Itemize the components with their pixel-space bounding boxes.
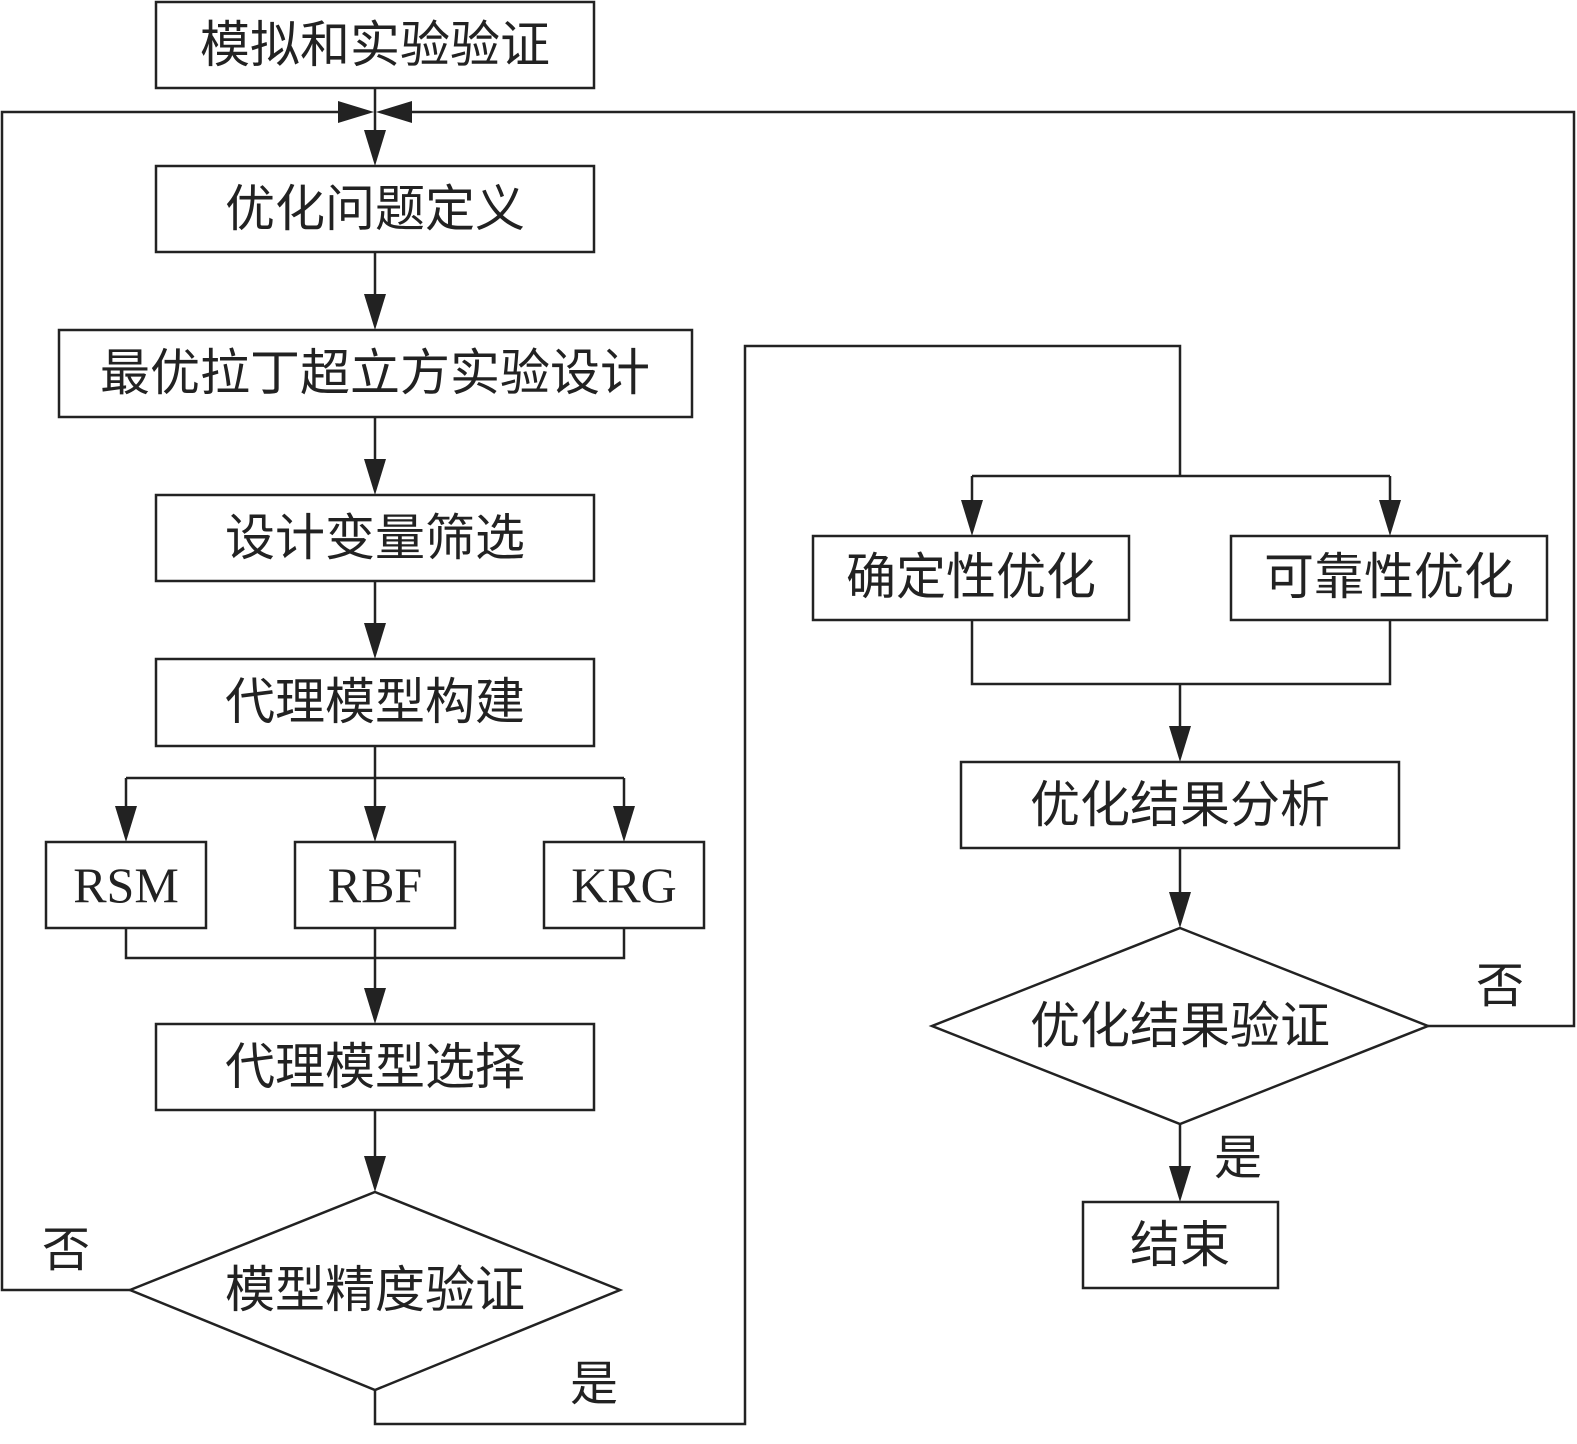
node-deterministic-opt: 确定性优化	[811, 534, 1131, 622]
node-result-check-label: 优化结果验证	[1030, 997, 1330, 1055]
arrow-down-select	[364, 988, 386, 1024]
node-olhs-doe-label: 最优拉丁超立方实验设计	[100, 344, 650, 402]
node-validation: 模拟和实验验证	[154, 0, 596, 90]
arrow-down-rbf	[364, 806, 386, 842]
edge-accuracy-yes	[373, 344, 1182, 1426]
edge-accuracy-no-loop	[0, 110, 340, 1292]
node-rsm: RSM	[44, 840, 208, 930]
arrow-down-result-check	[1169, 892, 1191, 928]
node-rsm-label: RSM	[73, 857, 179, 913]
node-krg-label: KRG	[571, 857, 677, 913]
edge-label-result-no: 否	[1476, 958, 1524, 1014]
node-accuracy-check: 模型精度验证	[126, 1190, 624, 1392]
arrow-down-krg	[613, 806, 635, 842]
arrow-down-accuracy	[364, 1156, 386, 1192]
arrow-down-screening	[364, 459, 386, 495]
node-end: 结束	[1081, 1200, 1280, 1290]
arrow-down-build	[364, 623, 386, 659]
edge-label-accuracy-no: 否	[42, 1222, 90, 1278]
arrow-down-rsm	[115, 806, 137, 842]
node-problem-definition: 优化问题定义	[154, 164, 596, 254]
node-result-analysis: 优化结果分析	[959, 760, 1401, 850]
node-accuracy-check-label: 模型精度验证	[225, 1261, 525, 1319]
node-reliability-opt-label: 可靠性优化	[1264, 548, 1514, 606]
node-result-analysis-label: 优化结果分析	[1030, 776, 1330, 834]
arrow-right-loop-left	[338, 101, 374, 123]
node-surrogate-select-label: 代理模型选择	[225, 1038, 525, 1096]
node-rbf-label: RBF	[328, 857, 423, 913]
connectors	[0, 88, 1576, 1426]
node-surrogate-select: 代理模型选择	[154, 1022, 596, 1112]
arrow-down-definition	[364, 130, 386, 166]
node-surrogate-build: 代理模型构建	[154, 657, 596, 748]
arrow-down-end	[1169, 1166, 1191, 1202]
arrow-down-analysis	[1169, 726, 1191, 762]
arrowheads	[115, 101, 1401, 1202]
node-olhs-doe: 最优拉丁超立方实验设计	[57, 328, 694, 419]
node-validation-label: 模拟和实验验证	[200, 16, 550, 74]
edge-label-result-yes: 是	[1214, 1130, 1262, 1186]
node-variable-screening: 设计变量筛选	[154, 493, 596, 583]
node-end-label: 结束	[1130, 1216, 1230, 1274]
node-reliability-opt: 可靠性优化	[1229, 534, 1549, 622]
node-rbf: RBF	[293, 840, 457, 930]
node-krg: KRG	[542, 840, 706, 930]
arrow-down-reliability	[1379, 500, 1401, 536]
arrow-down-olhs	[364, 294, 386, 330]
edge-result-no-loop	[410, 110, 1576, 1028]
arrow-left-loop-right	[376, 101, 412, 123]
node-problem-definition-label: 优化问题定义	[225, 180, 525, 238]
node-surrogate-build-label: 代理模型构建	[225, 673, 525, 731]
node-result-check: 优化结果验证	[928, 926, 1432, 1126]
edge-build-split	[124, 746, 626, 828]
edge-label-accuracy-yes: 是	[570, 1356, 618, 1412]
node-variable-screening-label: 设计变量筛选	[225, 509, 525, 567]
arrow-down-deterministic	[961, 500, 983, 536]
edge-opt-split	[970, 474, 1392, 522]
node-deterministic-opt-label: 确定性优化	[846, 548, 1096, 606]
